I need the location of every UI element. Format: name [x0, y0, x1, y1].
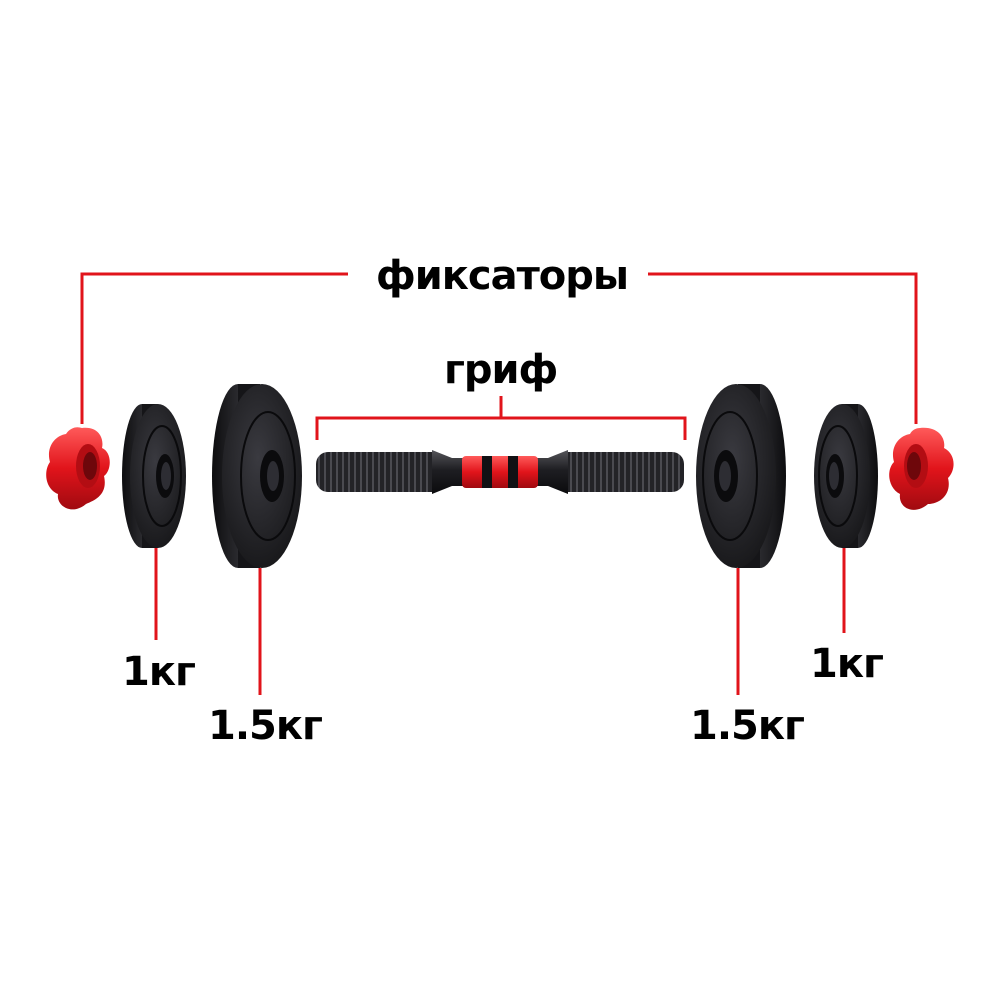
label-plate-large-right: 1.5кг	[690, 703, 805, 749]
label-locks: фиксаторы	[376, 253, 629, 299]
plate-large-right-icon	[696, 384, 786, 568]
label-bar: гриф	[444, 347, 558, 393]
label-plate-small-left: 1кг	[122, 649, 196, 695]
label-plate-large-left: 1.5кг	[208, 703, 323, 749]
bar-bracket-line	[315, 396, 687, 440]
lock-bracket-line	[80, 272, 918, 424]
label-plate-small-right: 1кг	[810, 641, 884, 687]
plate-small-left-icon	[122, 404, 186, 548]
lock-left-icon	[46, 427, 110, 510]
lock-right-icon	[889, 427, 954, 510]
plate-large-left-icon	[212, 384, 302, 568]
plate-pointer-lines	[154, 548, 846, 695]
bar-grip	[316, 450, 684, 494]
plate-small-right-icon	[814, 404, 878, 548]
